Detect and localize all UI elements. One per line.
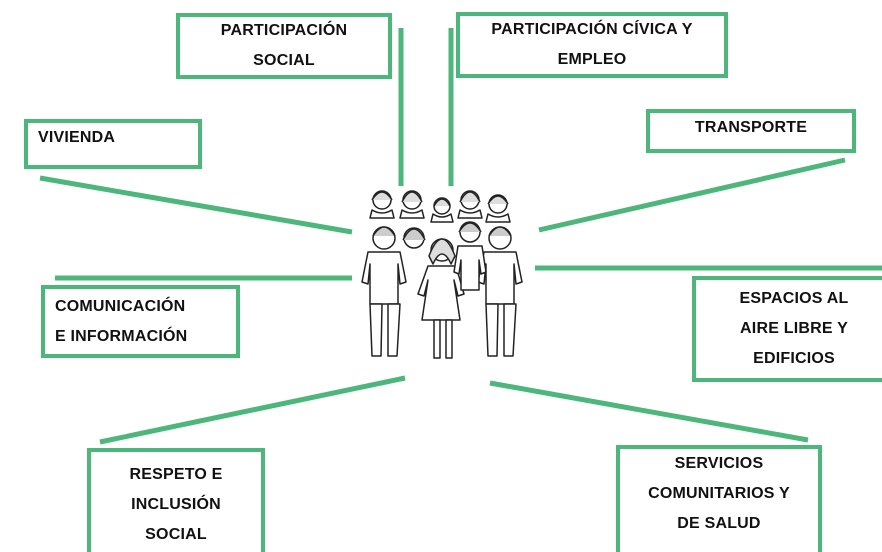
box-participacion-social: PARTICIPACIÓN SOCIAL bbox=[176, 13, 392, 79]
line-respeto bbox=[99, 375, 406, 445]
servicios-line2: COMUNITARIOS Y bbox=[648, 485, 790, 502]
vivienda-label: VIVIENDA bbox=[38, 129, 116, 146]
espacios-line3: EDIFICIOS bbox=[753, 350, 835, 367]
comunicacion-line2: E INFORMACIÓN bbox=[55, 327, 188, 345]
line-servicios bbox=[489, 380, 809, 443]
comunicacion-line1: COMUNICACIÓN bbox=[55, 297, 186, 315]
box-espacios: ESPACIOS AL AIRE LIBRE Y EDIFICIOS bbox=[692, 276, 882, 382]
middle-right-man bbox=[453, 245, 487, 291]
box-respeto: RESPETO E INCLUSIÓN SOCIAL bbox=[87, 448, 265, 552]
participacion-social-line1: PARTICIPACIÓN bbox=[220, 22, 348, 39]
line-transporte bbox=[538, 157, 846, 233]
participacion-civica-line2: EMPLEO bbox=[557, 51, 627, 68]
box-vivienda: VIVIENDA bbox=[24, 119, 202, 169]
respeto-line3: SOCIAL bbox=[145, 526, 207, 543]
front-left-man bbox=[361, 226, 407, 357]
servicios-line3: DE SALUD bbox=[677, 515, 761, 532]
espacios-line2: AIRE LIBRE Y bbox=[740, 320, 848, 337]
espacios-line1: ESPACIOS AL bbox=[739, 290, 849, 307]
box-comunicacion: COMUNICACIÓN E INFORMACIÓN bbox=[41, 285, 240, 358]
group-of-people-icon bbox=[361, 190, 523, 359]
transporte-label: TRANSPORTE bbox=[694, 119, 808, 136]
box-participacion-civica: PARTICIPACIÓN CÍVICA Y EMPLEO bbox=[456, 12, 728, 78]
box-transporte: TRANSPORTE bbox=[646, 109, 856, 153]
participacion-social-line2: SOCIAL bbox=[253, 52, 315, 69]
respeto-line2: INCLUSIÓN bbox=[131, 496, 221, 513]
respeto-line1: RESPETO E bbox=[129, 466, 223, 483]
middle-row bbox=[402, 221, 482, 249]
participacion-civica-line1: PARTICIPACIÓN CÍVICA Y bbox=[491, 21, 693, 38]
back-row bbox=[369, 190, 511, 223]
front-right-man bbox=[477, 226, 523, 357]
line-vivienda bbox=[39, 175, 353, 235]
servicios-line1: SERVICIOS bbox=[674, 455, 764, 472]
box-servicios: SERVICIOS COMUNITARIOS Y DE SALUD bbox=[616, 445, 822, 552]
